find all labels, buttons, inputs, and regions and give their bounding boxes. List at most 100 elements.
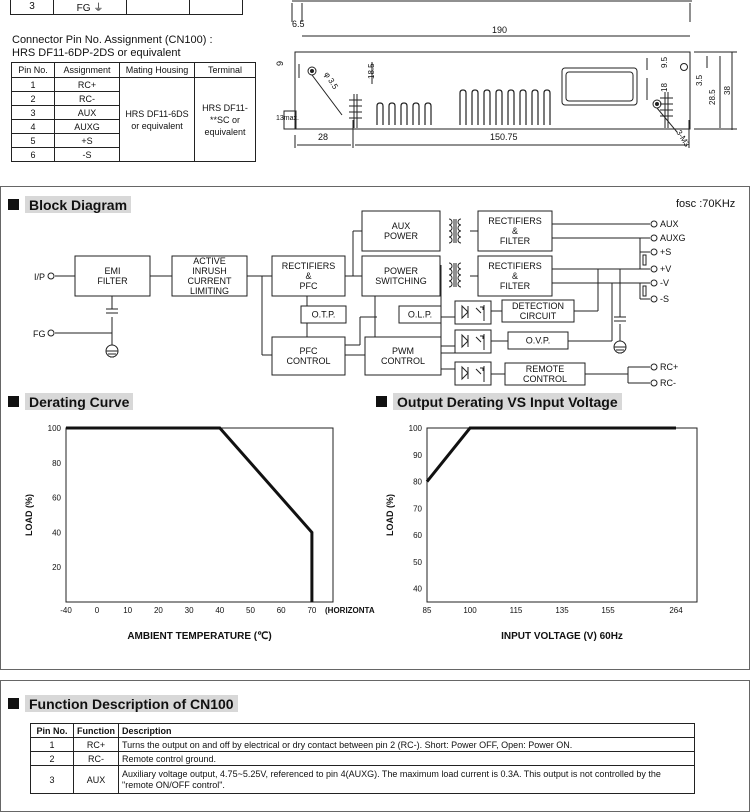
port-minus-s: -S (660, 294, 669, 304)
x-axis-suffix: (HORIZONTAL) (325, 606, 375, 615)
block-label-line: CURRENT (188, 276, 233, 286)
pin-no: 3 (11, 105, 55, 120)
section-bullet (8, 396, 19, 407)
dim-190: 190 (492, 25, 507, 35)
dim-18-5: 18.5 (367, 63, 376, 79)
block-label-line: & (305, 271, 311, 281)
block-label-line: EMI (104, 266, 120, 276)
section-bullet (376, 396, 387, 407)
x-tick-label: 60 (277, 606, 286, 615)
y-tick-label: 60 (413, 531, 422, 540)
y-axis-label: LOAD (%) (385, 494, 395, 536)
x-tick-label: 70 (307, 606, 316, 615)
mechanical-drawing: 190 6.5 9 18.5 9.5 18 3.5 28.5 38 13max.… (275, 0, 737, 149)
block-label-line: CIRCUIT (520, 311, 557, 321)
block-label-line: AUX (392, 221, 411, 231)
top-pin-cell: 3 (10, 0, 54, 15)
top-pin-table: 3 FG ⏚ (10, 0, 243, 15)
x-axis-label: AMBIENT TEMPERATURE (℃) (127, 631, 271, 642)
pin-no: 6 (11, 147, 55, 162)
pin-assign: AUX (54, 105, 120, 120)
dim-9-5: 9.5 (660, 56, 669, 68)
hole-diameter: φ 3.5 (322, 70, 340, 91)
x-tick-label: -40 (60, 606, 72, 615)
section-bullet (8, 199, 19, 210)
block-label-line: PWM (392, 346, 414, 356)
connector-table: Pin No. Assignment Mating Housing Termin… (11, 62, 256, 162)
port-aux: AUX (660, 219, 679, 229)
pin-assign: +S (54, 133, 120, 148)
fn-name: RC- (73, 751, 119, 766)
fn-desc: Remote control ground. (118, 751, 695, 766)
col-assignment: Assignment (54, 62, 120, 78)
pin-assign: AUXG (54, 119, 120, 134)
dim-28-5: 28.5 (708, 89, 717, 105)
col-pin: Pin No. (30, 723, 74, 738)
col-function: Function (73, 723, 119, 738)
dim-3-5: 3.5 (695, 74, 704, 86)
col-terminal: Terminal (194, 62, 256, 78)
block-ovp: O.V.P. (507, 331, 569, 350)
block-rect-filter1: RECTIFIERS&FILTER (477, 210, 553, 252)
pin-no: 5 (11, 133, 55, 148)
block-label-line: PFC (300, 281, 319, 291)
dim-38: 38 (723, 86, 732, 95)
y-tick-label: 20 (52, 563, 61, 572)
block-rect-filter2: RECTIFIERS&FILTER (477, 255, 553, 297)
section-label: Derating Curve (25, 393, 134, 410)
x-axis-label: INPUT VOLTAGE (V) 60Hz (501, 631, 623, 642)
fn-name: AUX (73, 765, 119, 794)
y-tick-label: 80 (413, 478, 422, 487)
block-label-line: FILTER (97, 276, 128, 286)
top-assign-cell: FG ⏚ (53, 0, 127, 15)
block-label-line: CONTROL (286, 356, 330, 366)
block-label-line: RECTIFIERS (488, 216, 542, 226)
block-label-line: FILTER (500, 236, 531, 246)
col-housing: Mating Housing (119, 62, 195, 78)
connector-title: Connector Pin No. Assignment (CN100) : (12, 34, 213, 46)
y-tick-label: 100 (409, 424, 423, 433)
series-line (66, 426, 314, 602)
block-label-line: CONTROL (523, 374, 567, 384)
x-tick-label: 115 (510, 606, 523, 615)
block-label-line: ACTIVE (193, 256, 226, 266)
port-rc-minus: RC- (660, 378, 676, 388)
block-label-line: O.T.P. (312, 310, 336, 320)
fn-name: RC+ (73, 737, 119, 752)
section-label: Function Description of CN100 (25, 695, 238, 712)
block-label-line: REMOTE (526, 364, 565, 374)
block-label-line: POWER (384, 231, 419, 241)
x-tick-label: 10 (123, 606, 132, 615)
block-label-line: LIMITING (190, 286, 229, 296)
port-minus-v: -V (660, 278, 669, 288)
block-otp: O.T.P. (300, 305, 347, 324)
pin-no: 1 (11, 77, 55, 92)
plot-area (65, 427, 334, 603)
port-plus-s: +S (660, 247, 671, 257)
fn-pin: 2 (30, 751, 74, 766)
block-label-line: & (512, 226, 518, 236)
block-label-line: RECTIFIERS (282, 261, 336, 271)
block-rect-pfc: RECTIFIERS&PFC (271, 255, 346, 297)
block-label-line: PFC (300, 346, 319, 356)
x-tick-label: 135 (555, 606, 569, 615)
block-label-line: O.V.P. (526, 336, 551, 346)
fosc-label: fosc :70KHz (676, 198, 736, 210)
col-description: Description (118, 723, 695, 738)
mating-housing: HRS DF11-6DS or equivalent (119, 77, 195, 162)
terminal: HRS DF11-**SC or equivalent (194, 77, 256, 162)
x-tick-label: 264 (669, 606, 683, 615)
dim-150-75: 150.75 (490, 132, 518, 142)
block-label-line: O.L.P. (408, 310, 432, 320)
block-diagram-title: Block Diagram (8, 196, 132, 213)
block-diagram: I/P FG AUX AUXG +S +V -V -S RC+ RC- EMIF… (33, 210, 686, 388)
